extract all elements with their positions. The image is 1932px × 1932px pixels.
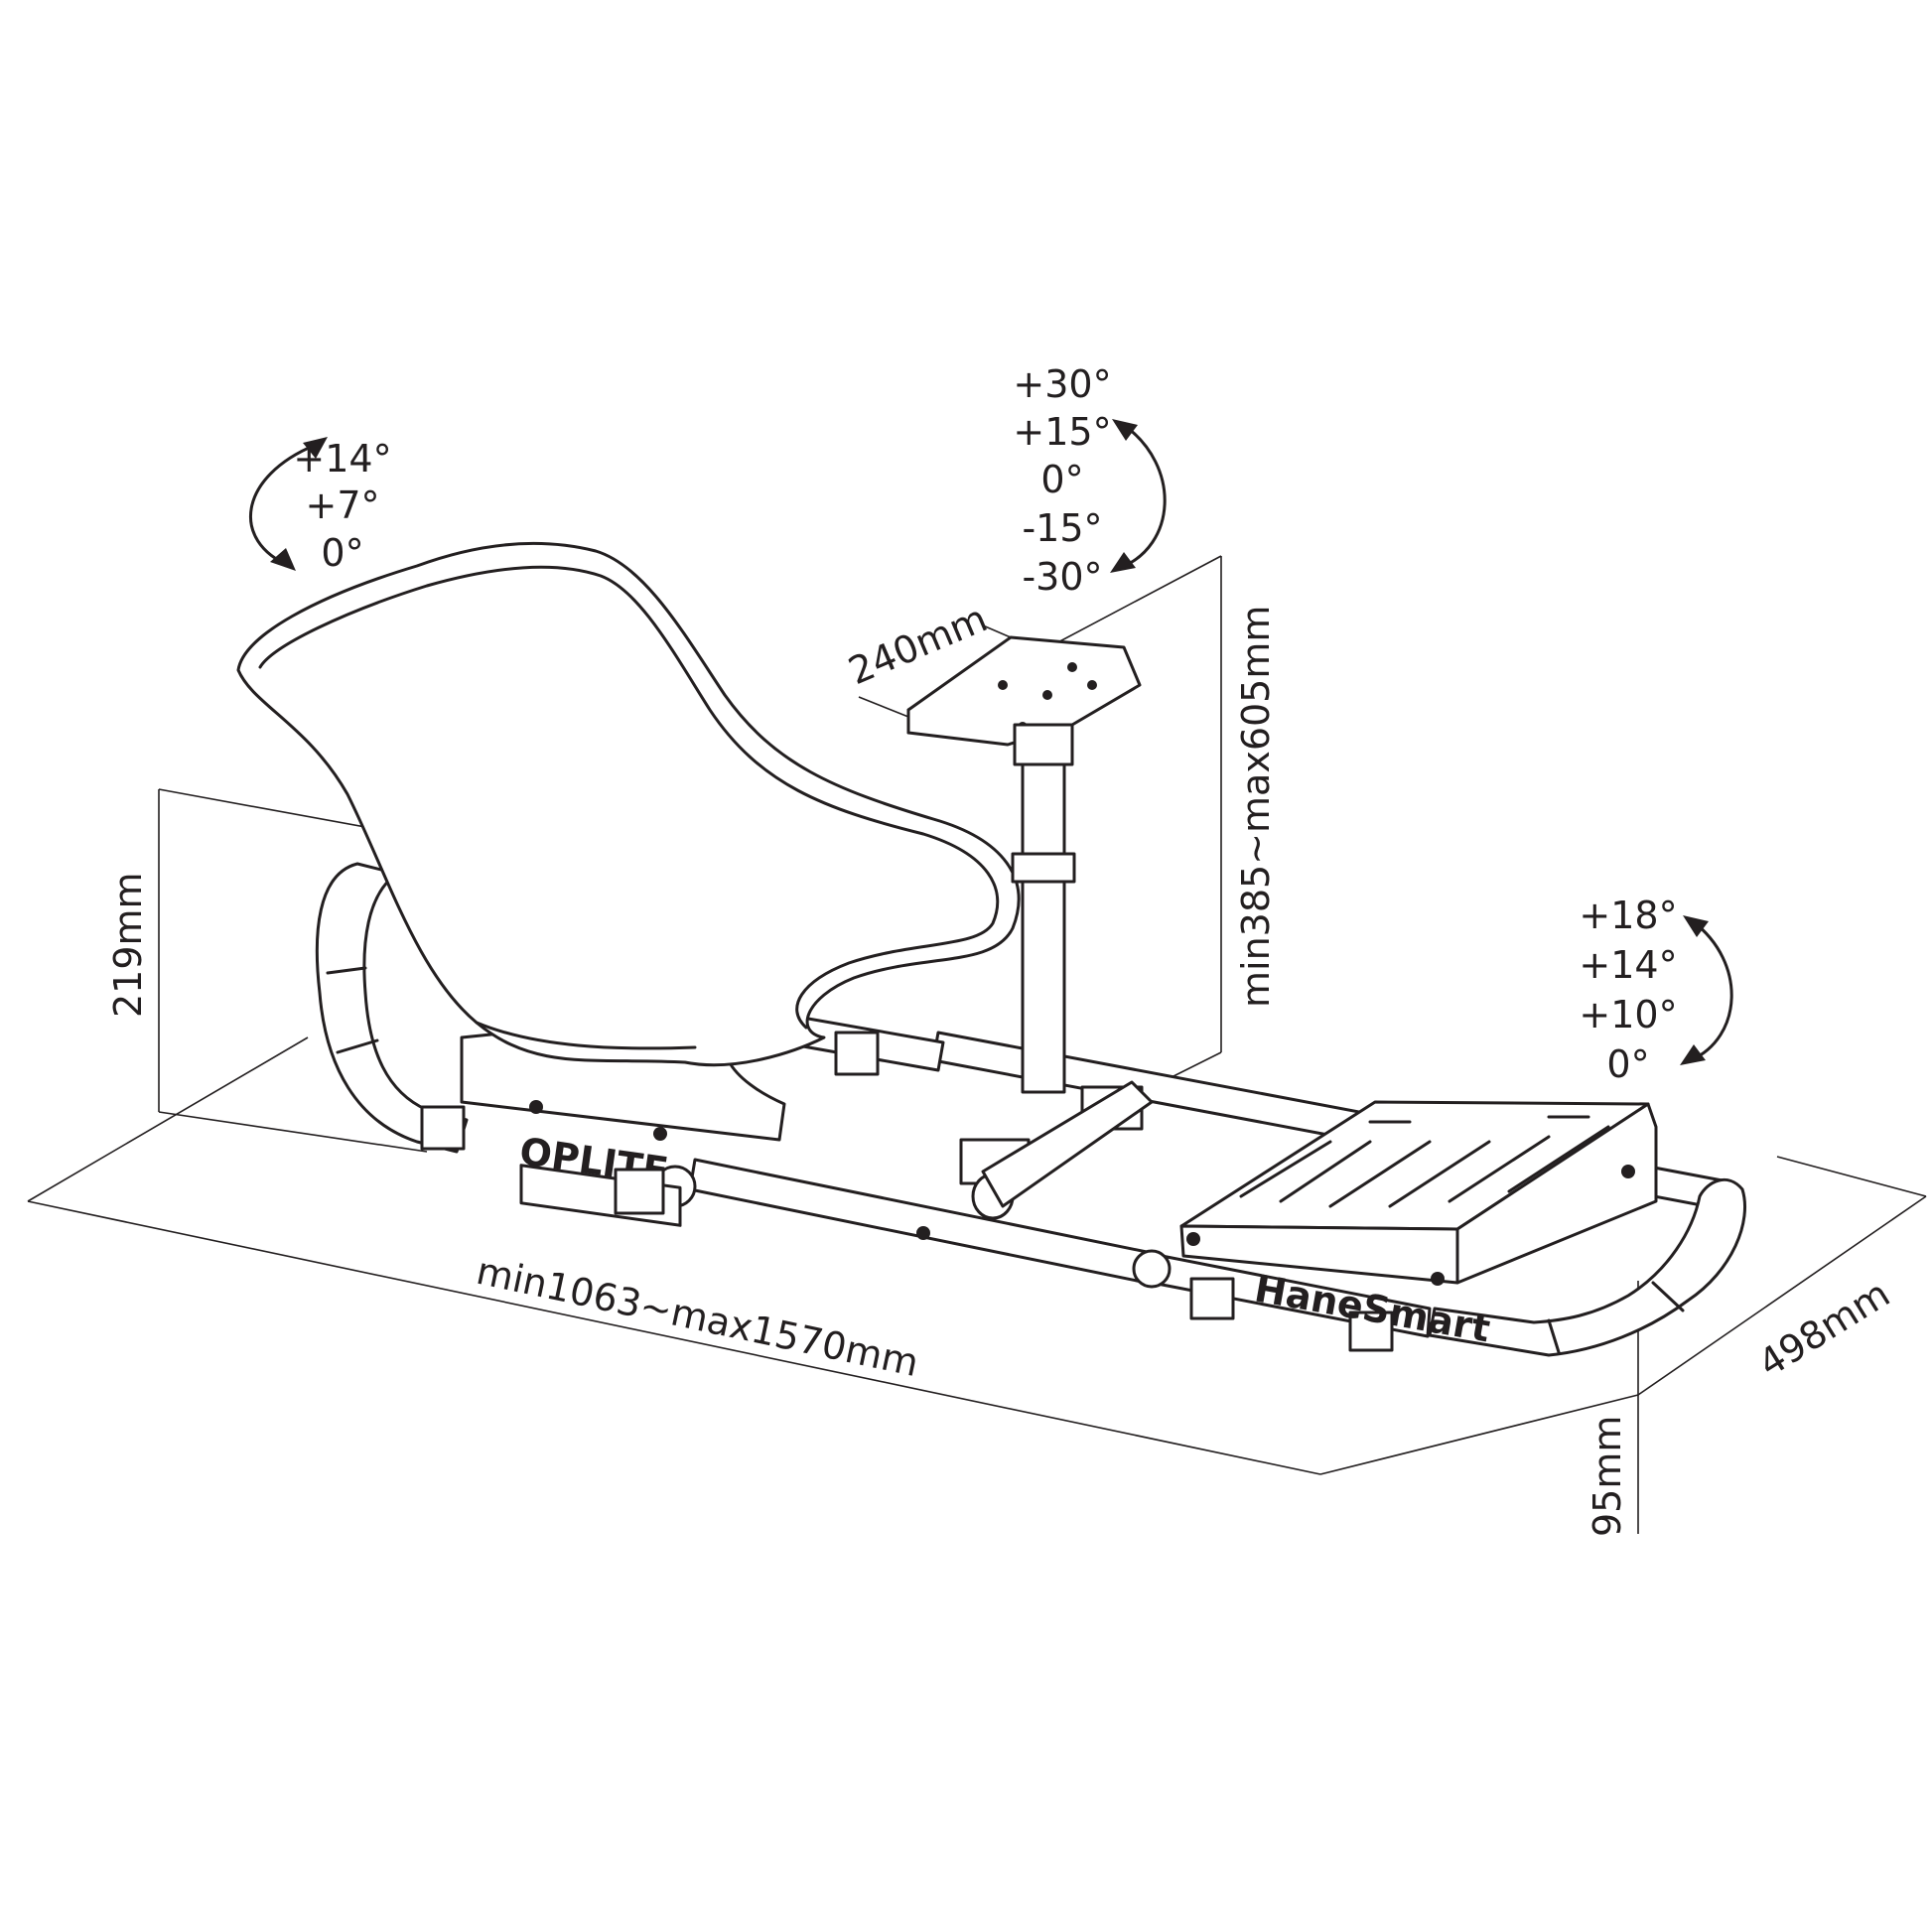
- pedal-angle-2: +14°: [1579, 943, 1677, 987]
- pedal-tilt-arrow: [1680, 915, 1733, 1065]
- seat-angle-1: +14°: [293, 437, 391, 481]
- wheel-angle-1: +30°: [1013, 362, 1111, 406]
- pedal-height-label: 95mm: [1586, 1416, 1629, 1537]
- seat-angle-3: 0°: [321, 531, 363, 575]
- width-label: 498mm: [1750, 1272, 1897, 1386]
- dimension-lines: [27, 555, 1927, 1534]
- seat-height-label: 219mm: [106, 872, 150, 1018]
- wheel-tilt-labels: +30° +15° 0° -15° -30°: [1013, 362, 1111, 599]
- seat-tilt-arrow: [249, 437, 328, 571]
- seat-angle-2: +7°: [305, 483, 379, 527]
- wheel-tilt-arrow: [1110, 419, 1167, 573]
- seat-tilt-labels: +14° +7° 0°: [293, 437, 391, 575]
- bucket-seat: [236, 541, 1021, 1067]
- wheel-height-label: min385~max605mm: [1234, 606, 1278, 1008]
- length-label: min1063~max1570mm: [473, 1249, 922, 1385]
- wheel-angle-5: -30°: [1022, 555, 1102, 599]
- pedal-angle-3: +10°: [1579, 993, 1677, 1036]
- pedal-angle-4: 0°: [1606, 1042, 1649, 1086]
- pedal-angle-1: +18°: [1579, 894, 1677, 937]
- wheel-angle-4: -15°: [1022, 506, 1102, 550]
- pedal-plate: [1179, 1100, 1658, 1286]
- pedal-tilt-labels: +18° +14° +10° 0°: [1579, 894, 1677, 1086]
- wheel-mount: [906, 635, 1154, 1220]
- wheel-angle-2: +15°: [1013, 410, 1111, 454]
- wheel-angle-3: 0°: [1040, 458, 1083, 501]
